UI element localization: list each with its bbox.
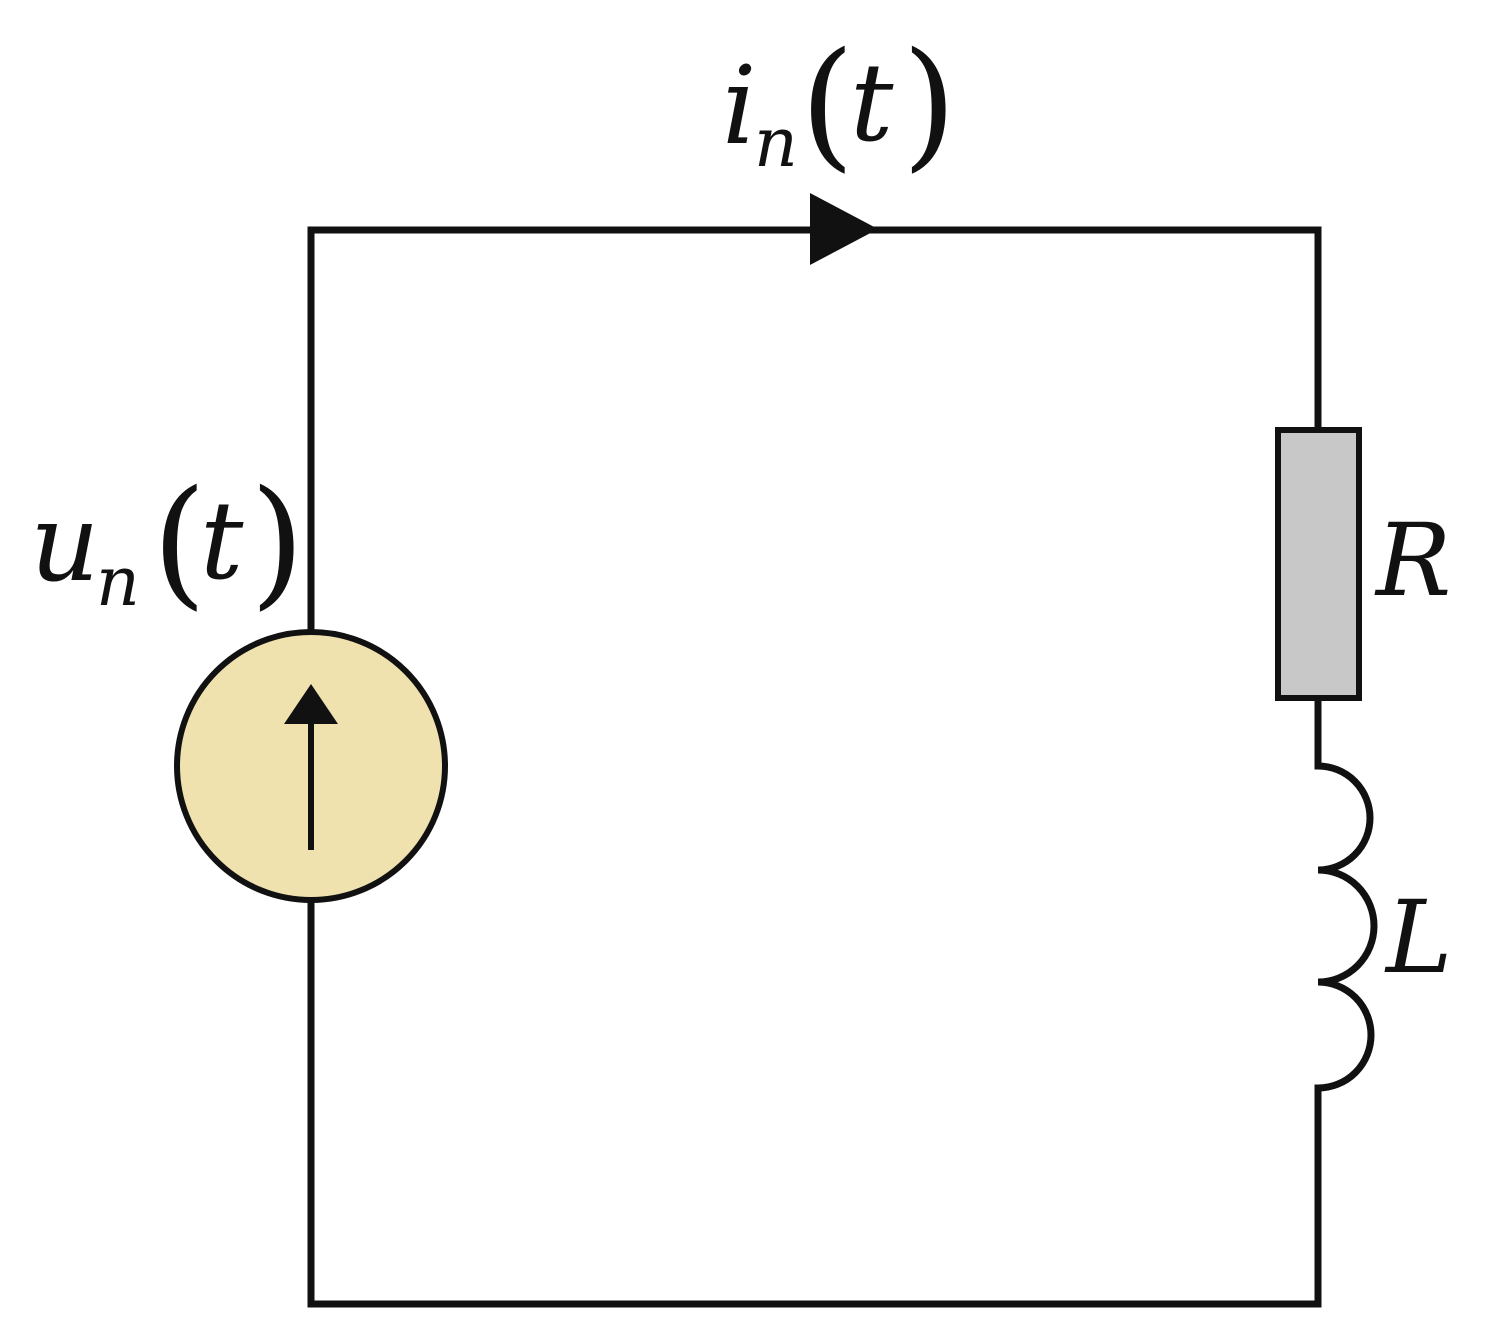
bottom-wire — [307, 896, 1322, 1308]
top-wire — [307, 226, 1322, 636]
current-close-paren: ) — [902, 23, 957, 186]
voltage-label: u n ( t ) — [30, 461, 305, 624]
current-symbol: i — [722, 44, 757, 169]
voltage-source-arrow-head — [284, 684, 338, 724]
current-argument: t — [850, 41, 894, 166]
current-open-paren: ( — [800, 23, 855, 186]
current-subscript: n — [754, 104, 798, 183]
inductor — [1317, 762, 1378, 1092]
voltage-source-icon — [174, 629, 448, 903]
current-arrow-icon — [810, 193, 878, 265]
voltage-close-paren: ) — [250, 461, 305, 624]
voltage-symbol: u — [30, 481, 100, 606]
inductor-label: L — [1384, 879, 1452, 996]
voltage-open-paren: ( — [152, 461, 207, 624]
current-label: i n ( t ) — [722, 23, 957, 186]
resistor — [1275, 427, 1362, 701]
circuit-wires — [307, 226, 1322, 1308]
voltage-subscript: n — [96, 543, 140, 622]
voltage-argument: t — [200, 479, 244, 604]
resistor-label: R — [1374, 502, 1451, 619]
